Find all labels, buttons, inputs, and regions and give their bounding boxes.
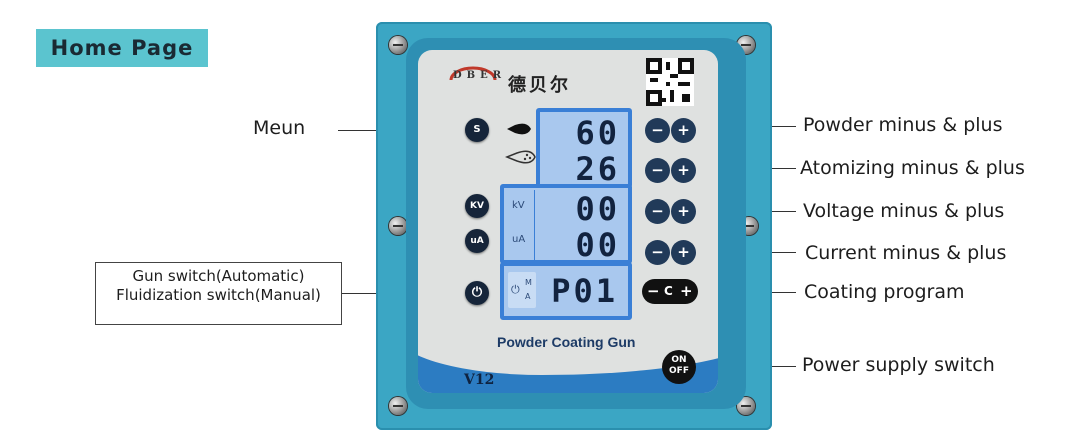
gun-switch-line1: Gun switch(Automatic) [132,267,305,285]
qr-code-icon [646,58,694,106]
atomizing-plus-button[interactable]: + [671,158,696,183]
power-callout: Power supply switch [802,354,995,376]
screw-icon [737,397,755,415]
kv-button[interactable]: KV [465,194,489,218]
atomizing-icon [505,150,536,164]
coating-minus-button[interactable]: − [647,282,660,300]
screw-icon [389,36,407,54]
kv-label: kV [512,200,525,211]
device-model: V12 [464,372,495,388]
powder-icon [507,123,531,135]
lcd-upper: 60 26 [536,108,632,188]
current-plus-button[interactable]: + [671,240,696,265]
menu-callout: Meun [253,117,306,139]
page-title: Home Page [36,29,208,67]
mode-a: A [525,292,531,301]
atomizing-minus-button[interactable]: − [645,158,670,183]
screw-icon [389,397,407,415]
voltage-callout: Voltage minus & plus [803,200,1005,222]
voltage-minus-button[interactable]: − [645,199,670,224]
powder-minus-button[interactable]: − [645,118,670,143]
menu-button[interactable]: S [465,118,489,142]
program-readout: P01 [551,272,618,310]
off-label: OFF [669,366,689,376]
lcd-lower: ⏻ M A P01 [500,262,632,320]
device-caption: Powder Coating Gun [497,334,636,350]
power-supply-switch[interactable]: ON OFF [662,350,696,384]
coating-plus-button[interactable]: + [680,282,693,300]
coating-c-button[interactable]: C [664,284,673,298]
screw-icon [389,217,407,235]
coating-program-control: − C + [642,279,698,304]
current-minus-button[interactable]: − [645,240,670,265]
mode-m: M [525,278,532,287]
atomizing-readout: 26 [575,150,620,188]
current-readout: 00 [575,226,620,264]
gun-switch-line2: Fluidization switch(Manual) [116,286,321,304]
lcd-divider [534,190,535,260]
voltage-readout: 00 [575,190,620,228]
voltage-plus-button[interactable]: + [671,199,696,224]
gun-switch-callout: Gun switch(Automatic) Fluidization switc… [95,262,342,325]
power-icon: ⏻ [471,285,483,300]
current-callout: Current minus & plus [805,242,1007,264]
ua-label: uA [512,234,526,245]
mode-indicator: ⏻ M A [508,272,536,308]
ua-button[interactable]: uA [465,229,489,253]
power-mode-icon: ⏻ [511,284,520,296]
brand-name: DBER [453,70,507,81]
coating-callout: Coating program [804,281,965,303]
brand-name-cn: 德贝尔 [508,75,571,96]
on-label: ON [671,355,687,365]
lcd-middle: kV uA 00 00 [500,184,632,264]
powder-plus-button[interactable]: + [671,118,696,143]
brand-logo-icon [449,66,497,81]
powder-callout: Powder minus & plus [803,114,1003,136]
powder-readout: 60 [575,114,620,152]
gun-switch-button[interactable]: ⏻ [465,281,489,305]
atomizing-callout: Atomizing minus & plus [800,157,1025,179]
